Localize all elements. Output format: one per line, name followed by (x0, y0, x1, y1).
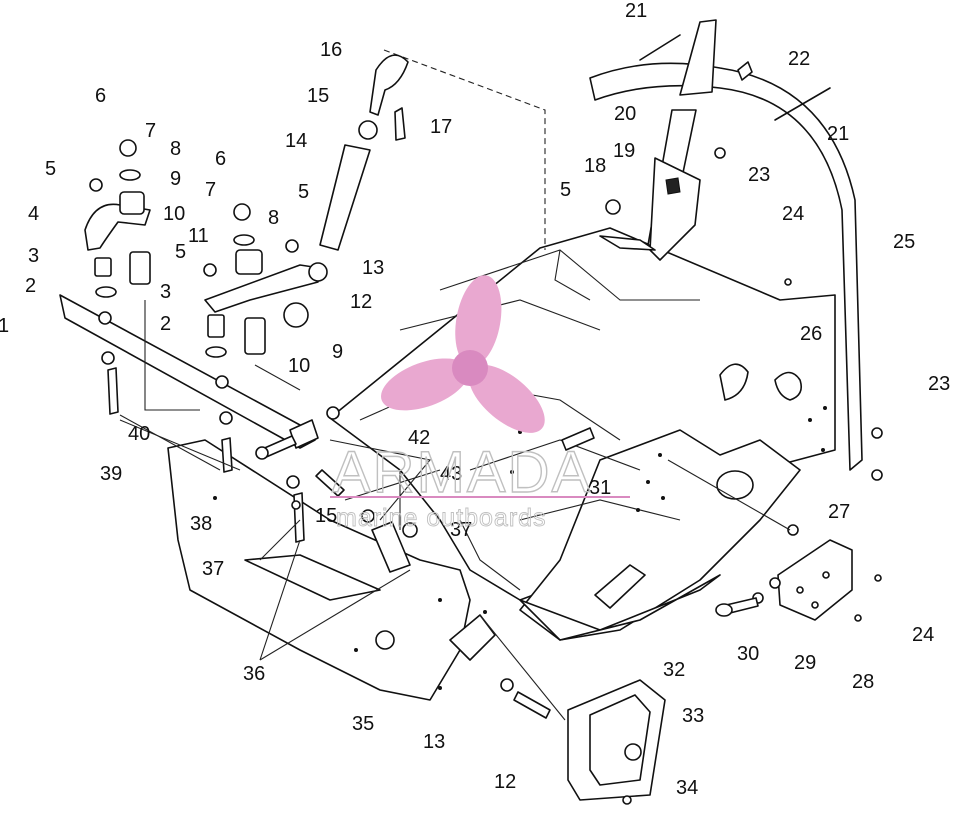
callout-16: 16 (320, 39, 342, 61)
linkage-assembly (59, 54, 595, 661)
watermark-brand: ARMADA (332, 440, 592, 505)
callout-6: 6 (95, 85, 106, 107)
callout-36: 36 (243, 663, 265, 685)
callout-3b: 3 (160, 281, 171, 303)
callout-13b: 13 (423, 731, 445, 753)
callout-7: 7 (145, 120, 156, 142)
callout-33: 33 (682, 705, 704, 727)
callout-11: 11 (188, 225, 209, 247)
watermark: ARMADA marine outboards (330, 275, 630, 532)
callout-21b: 21 (827, 123, 849, 145)
callout-19: 19 (613, 140, 635, 162)
callout-9b: 9 (332, 341, 343, 363)
callout-15b: 15 (315, 505, 337, 527)
callout-27: 27 (828, 501, 850, 523)
callout-5b: 5 (175, 241, 186, 263)
callout-17: 17 (430, 116, 452, 138)
callout-13: 13 (362, 257, 384, 279)
callout-7b: 7 (205, 179, 216, 201)
callout-21: 21 (625, 0, 647, 22)
callout-28: 28 (852, 671, 874, 693)
callout-12: 12 (350, 291, 372, 313)
callout-22: 22 (788, 48, 810, 70)
callout-25: 25 (893, 231, 915, 253)
callout-6b: 6 (215, 148, 226, 170)
callout-8b: 8 (268, 207, 279, 229)
callout-20: 20 (614, 103, 636, 125)
callout-labels: 1 2 2 3 3 4 5 5 5 5 6 6 7 7 8 8 9 9 10 1… (0, 0, 950, 799)
callout-32: 32 (663, 659, 685, 681)
callout-10: 10 (163, 203, 185, 225)
callout-42: 42 (408, 427, 430, 449)
propeller-blade-top (455, 275, 502, 367)
callout-35: 35 (352, 713, 374, 735)
callout-8: 8 (170, 138, 181, 160)
callout-37: 37 (202, 558, 224, 580)
propeller-logo-icon (381, 275, 545, 433)
callout-10b: 10 (288, 355, 310, 377)
propeller-hub (452, 350, 488, 386)
callout-37b: 37 (450, 519, 472, 541)
callout-15: 15 (307, 85, 329, 107)
callout-12b: 12 (494, 771, 516, 793)
callout-30: 30 (737, 643, 759, 665)
callout-4: 4 (28, 203, 39, 225)
callout-5d: 5 (560, 179, 571, 201)
steering-assembly (589, 19, 883, 481)
callout-2b: 2 (160, 313, 171, 335)
callout-29: 29 (794, 652, 816, 674)
callout-26: 26 (800, 323, 822, 345)
callout-38: 38 (190, 513, 212, 535)
callout-31: 31 (589, 477, 611, 499)
callout-1: 1 (0, 315, 9, 337)
mount-parts (291, 278, 882, 805)
callout-9: 9 (170, 168, 181, 190)
callout-24: 24 (782, 203, 804, 225)
callout-24b: 24 (912, 624, 934, 646)
callout-3: 3 (28, 245, 39, 267)
callout-14: 14 (285, 130, 307, 152)
propeller-blade-left (468, 364, 545, 433)
callout-5: 5 (45, 158, 56, 180)
callout-40: 40 (128, 423, 150, 445)
callout-23b: 23 (928, 373, 950, 395)
callout-34: 34 (676, 777, 698, 799)
callout-2: 2 (25, 275, 36, 297)
callout-39: 39 (100, 463, 122, 485)
callout-23: 23 (748, 164, 770, 186)
callout-43: 43 (440, 463, 462, 485)
watermark-tagline: marine outboards (336, 504, 547, 532)
callout-5c: 5 (298, 181, 309, 203)
propeller-blade-right (381, 358, 469, 411)
callout-18: 18 (584, 155, 606, 177)
